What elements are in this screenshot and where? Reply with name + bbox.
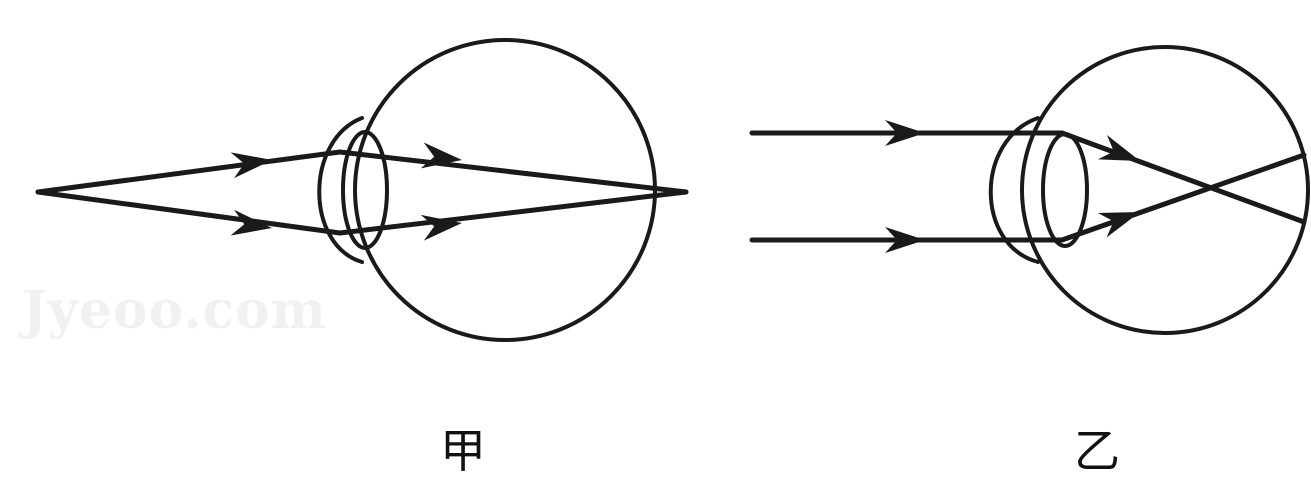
ray-left-upper-incoming [38,152,340,192]
ray-left-lower-refracted [340,192,686,233]
eyeball-right [1022,47,1308,333]
figure-left-eye [38,40,686,340]
arrow-left-4 [421,210,464,241]
ray-left-upper-refracted [340,152,686,192]
figure-right-eye [752,47,1308,333]
eyeball-left [355,40,655,340]
ray-right-upper-refracted [1062,133,1304,222]
lens-right [1043,134,1087,246]
arrow-right-4 [1098,200,1144,238]
ray-left-lower-incoming [38,192,340,233]
arrow-right-3 [1098,135,1145,173]
figure-right-caption: 乙 [1074,428,1120,474]
ray-right-lower-refracted [1062,155,1304,240]
figure-left-caption: 甲 [440,428,486,474]
arrow-left-3 [421,142,464,172]
